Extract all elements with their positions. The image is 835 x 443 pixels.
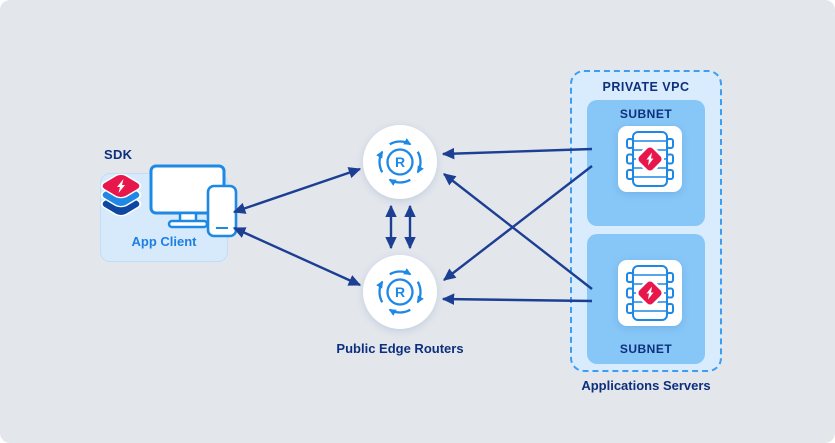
- edge-router-top: R: [363, 125, 437, 199]
- router-symbol: R: [395, 284, 405, 300]
- router-circle: [363, 255, 437, 329]
- subnet-bottom-label: SUBNET: [619, 342, 673, 356]
- subnet-bottom: SUBNET: [587, 234, 705, 364]
- private-vpc-title: PRIVATE VPC: [602, 80, 690, 94]
- app-client-label: App Client: [131, 234, 197, 249]
- arrow-client-router-top: [232, 167, 362, 214]
- router-icon: [376, 138, 424, 186]
- subnet-top-label: SUBNET: [619, 107, 673, 121]
- app-client-box: App Client: [100, 173, 228, 262]
- public-edge-routers-label: Public Edge Routers: [336, 341, 464, 356]
- router-circle: [363, 125, 437, 199]
- router-icon: [376, 268, 424, 316]
- edge-router-bottom: R: [363, 255, 437, 329]
- arrow-client-router-bottom: [232, 226, 362, 287]
- sdk-label: SDK: [104, 147, 133, 162]
- connection-arrows: [232, 147, 593, 305]
- subnet-top: SUBNET: [587, 100, 705, 226]
- applications-servers-label: Applications Servers: [581, 378, 711, 393]
- router-symbol: R: [395, 154, 405, 170]
- private-vpc-container: PRIVATE VPC SUBNET SUBNET: [570, 70, 722, 372]
